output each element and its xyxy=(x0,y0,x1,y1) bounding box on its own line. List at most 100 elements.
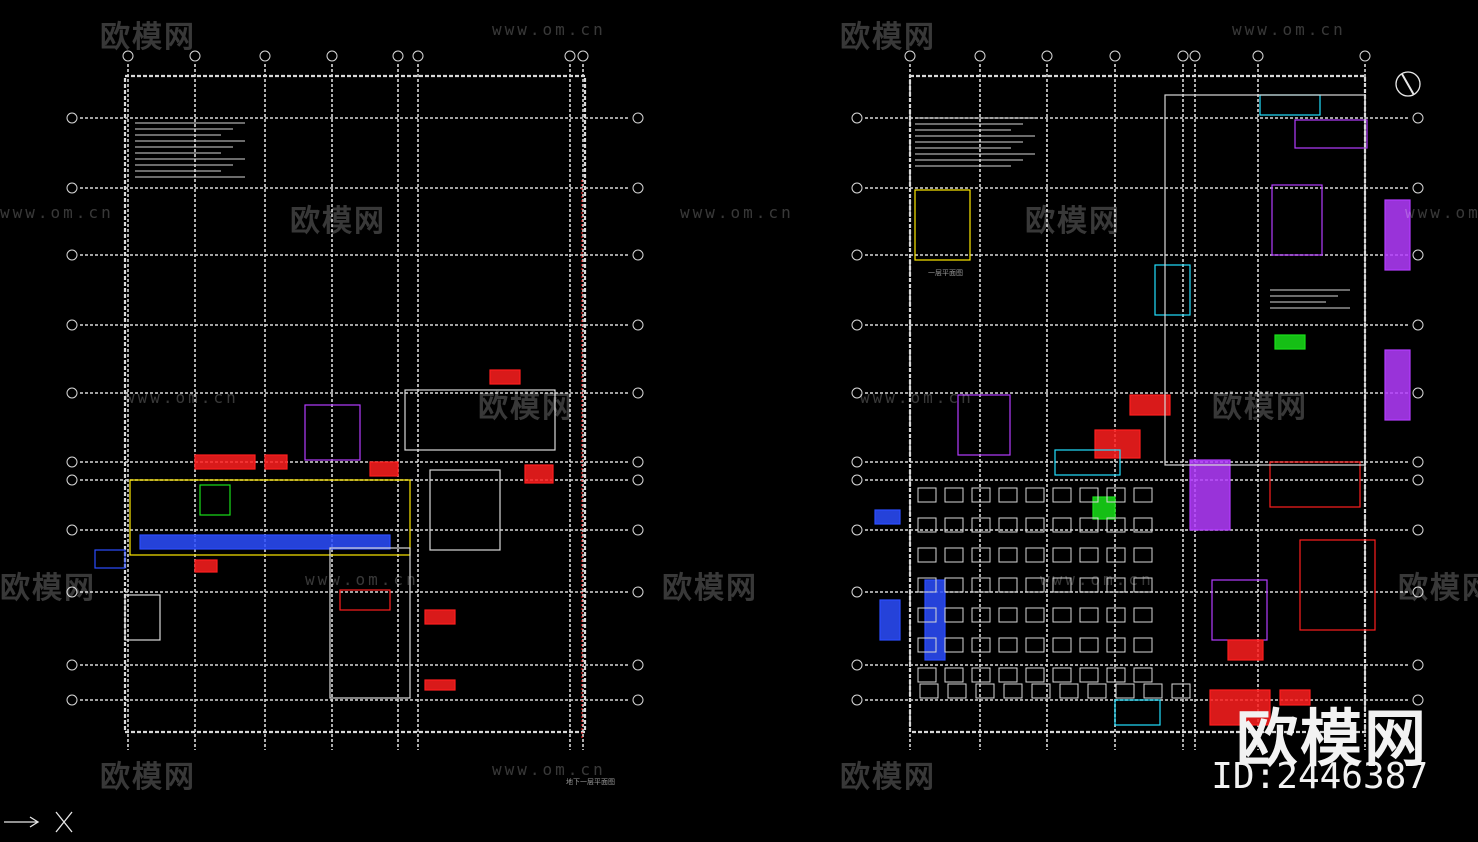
blue-note xyxy=(879,599,901,641)
green-equipment xyxy=(1092,496,1116,520)
dining-table xyxy=(1079,547,1099,563)
watermark-url: www.om.cn xyxy=(1232,20,1346,39)
red-tag xyxy=(369,461,399,477)
grid-bubble xyxy=(259,50,271,62)
grid-bubble xyxy=(1412,586,1424,598)
red-equipment xyxy=(1269,461,1361,508)
left-plan-caption: 地下一层平面图 xyxy=(566,778,615,786)
stair-hatch xyxy=(404,389,556,451)
grid-bubble xyxy=(632,456,644,468)
red-tag xyxy=(424,609,456,625)
dining-table xyxy=(971,487,991,503)
grid-bubble xyxy=(1041,50,1053,62)
watermark-url: www.om.cn xyxy=(1405,203,1478,222)
watermark-brand: 欧模网 xyxy=(290,204,386,239)
grid-bubble xyxy=(1189,50,1201,62)
model-id-text: ID:2446387 xyxy=(1211,756,1428,797)
stair-core xyxy=(429,469,501,551)
grid-bubble xyxy=(632,249,644,261)
dining-table xyxy=(1079,517,1099,533)
watermark-url: www.om.cn xyxy=(492,760,606,779)
ucs-x-mark xyxy=(55,811,73,833)
grid-bubble xyxy=(1412,456,1424,468)
purple-side-note xyxy=(1384,349,1411,421)
watermark-url: www.om.cn xyxy=(492,20,606,39)
grid-bubble xyxy=(851,249,863,261)
left-plan-grid xyxy=(66,50,644,750)
grid-bubble xyxy=(1412,474,1424,486)
dining-table xyxy=(1025,577,1045,593)
grid-bubble xyxy=(632,319,644,331)
grid-bubble xyxy=(632,659,644,671)
grid-bubble xyxy=(1252,50,1264,62)
dining-table xyxy=(919,683,939,699)
dining-table xyxy=(944,547,964,563)
watermark-brand: 欧模网 xyxy=(840,20,936,55)
red-tag xyxy=(194,559,218,573)
grid-bubble xyxy=(1109,50,1121,62)
dining-table xyxy=(1143,683,1163,699)
grid-bubble xyxy=(66,586,78,598)
grid-bubble xyxy=(326,50,338,62)
cyan-pipe-run xyxy=(1154,264,1191,316)
grid-bubble xyxy=(974,50,986,62)
dining-table xyxy=(944,577,964,593)
grid-bubble xyxy=(851,456,863,468)
dining-table xyxy=(947,683,967,699)
watermark-brand: 欧模网 xyxy=(478,390,574,425)
right-plan-caption: 一层平面图 xyxy=(928,269,963,277)
grid-bubble xyxy=(66,474,78,486)
dining-table xyxy=(1106,517,1126,533)
dining-table xyxy=(917,487,937,503)
watermark-brand: 欧模网 xyxy=(0,571,96,606)
red-tag xyxy=(1209,689,1271,726)
watermark-brand: 欧模网 xyxy=(1398,571,1478,606)
red-tag xyxy=(1279,689,1311,706)
dining-table xyxy=(1133,547,1153,563)
dining-table xyxy=(917,577,937,593)
watermark-brand: 欧模网 xyxy=(1212,390,1308,425)
dining-table xyxy=(998,607,1018,623)
grid-bubble xyxy=(564,50,576,62)
watermark-brand: 欧模网 xyxy=(100,760,196,795)
dining-table xyxy=(917,547,937,563)
grid-bubble xyxy=(1412,249,1424,261)
dining-table xyxy=(1079,577,1099,593)
dining-table xyxy=(917,517,937,533)
dining-table xyxy=(998,547,1018,563)
grid-bubble xyxy=(632,694,644,706)
grid-bubble xyxy=(66,659,78,671)
grid-bubble xyxy=(632,524,644,536)
grid-bubble xyxy=(632,182,644,194)
dining-table xyxy=(944,667,964,683)
grid-bubble xyxy=(851,319,863,331)
dining-table xyxy=(998,517,1018,533)
cyan-pipe-run xyxy=(1114,699,1161,726)
watermark-brand: 欧模网 xyxy=(840,760,936,795)
dining-table xyxy=(1079,607,1099,623)
blue-duct-run xyxy=(139,534,391,550)
watermark-brand: 欧模网 xyxy=(1025,204,1121,239)
grid-bubble xyxy=(851,387,863,399)
dining-table xyxy=(1106,547,1126,563)
drawing-icons xyxy=(4,71,1421,833)
grid-bubble xyxy=(122,50,134,62)
watermark-brand: 欧模网 xyxy=(100,20,196,55)
cyan-pipe-run xyxy=(1259,94,1321,116)
grid-bubble xyxy=(851,112,863,124)
dining-table xyxy=(1025,517,1045,533)
dining-table xyxy=(1133,517,1153,533)
grid-bubble xyxy=(66,112,78,124)
dining-table xyxy=(1052,607,1072,623)
dining-table xyxy=(975,683,995,699)
dining-table xyxy=(944,607,964,623)
blue-note xyxy=(94,549,126,569)
grid-bubble xyxy=(851,182,863,194)
grid-bubble xyxy=(1177,50,1189,62)
dining-table xyxy=(1133,637,1153,653)
corridor-block xyxy=(329,547,411,699)
grid-bubble xyxy=(632,387,644,399)
dining-table xyxy=(1106,637,1126,653)
